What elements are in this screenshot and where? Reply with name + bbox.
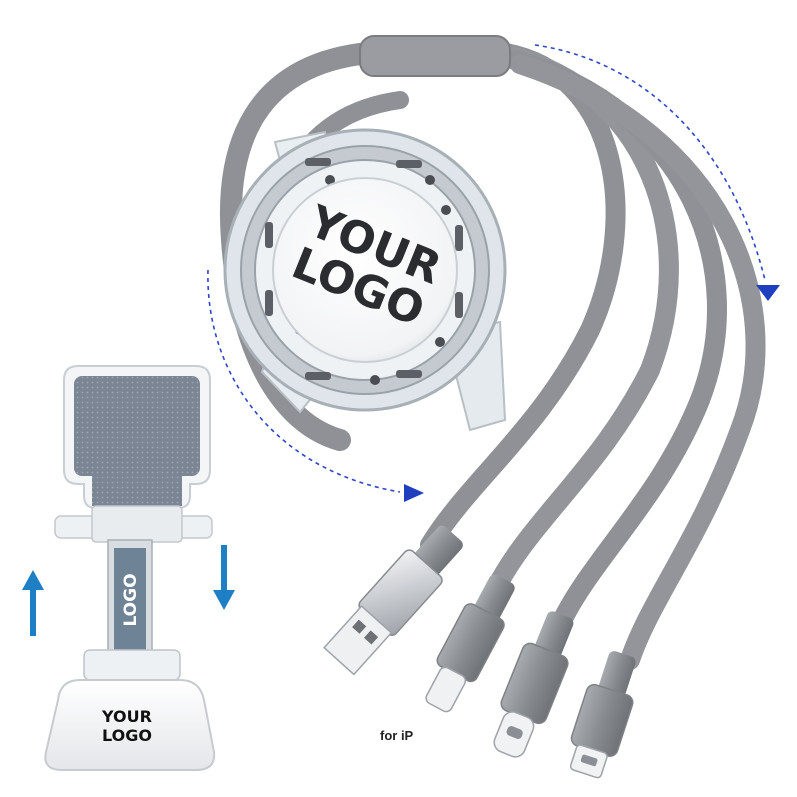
cable-micro-usb <box>510 54 766 670</box>
rotate-arrow-head <box>756 285 780 301</box>
down-arrow-icon <box>213 545 235 610</box>
reel-logo-disc <box>272 177 458 363</box>
stand-stem-logo: LOGO <box>121 573 141 626</box>
stand-pad <box>74 376 200 476</box>
rotate-arrow-head <box>404 484 424 502</box>
cable-reel: YOUR LOGO <box>207 35 780 779</box>
stand-base <box>44 679 216 771</box>
lightning-connector <box>425 574 515 713</box>
type-c-connector <box>493 611 574 758</box>
phone-stand: LOGO YOUR LOGO <box>22 365 235 771</box>
reel-housing: YOUR LOGO <box>223 128 507 432</box>
lightning-caption: for iP <box>380 728 414 743</box>
stand-base-logo-line1: YOUR <box>101 707 152 726</box>
micro-usb-connector <box>569 651 636 779</box>
cable-splitter <box>359 35 511 77</box>
rotate-arrow-icon <box>207 44 766 493</box>
up-arrow-icon <box>22 570 44 636</box>
usb-a-connector <box>323 525 463 676</box>
stand-base-logo-line2: LOGO <box>102 726 152 745</box>
